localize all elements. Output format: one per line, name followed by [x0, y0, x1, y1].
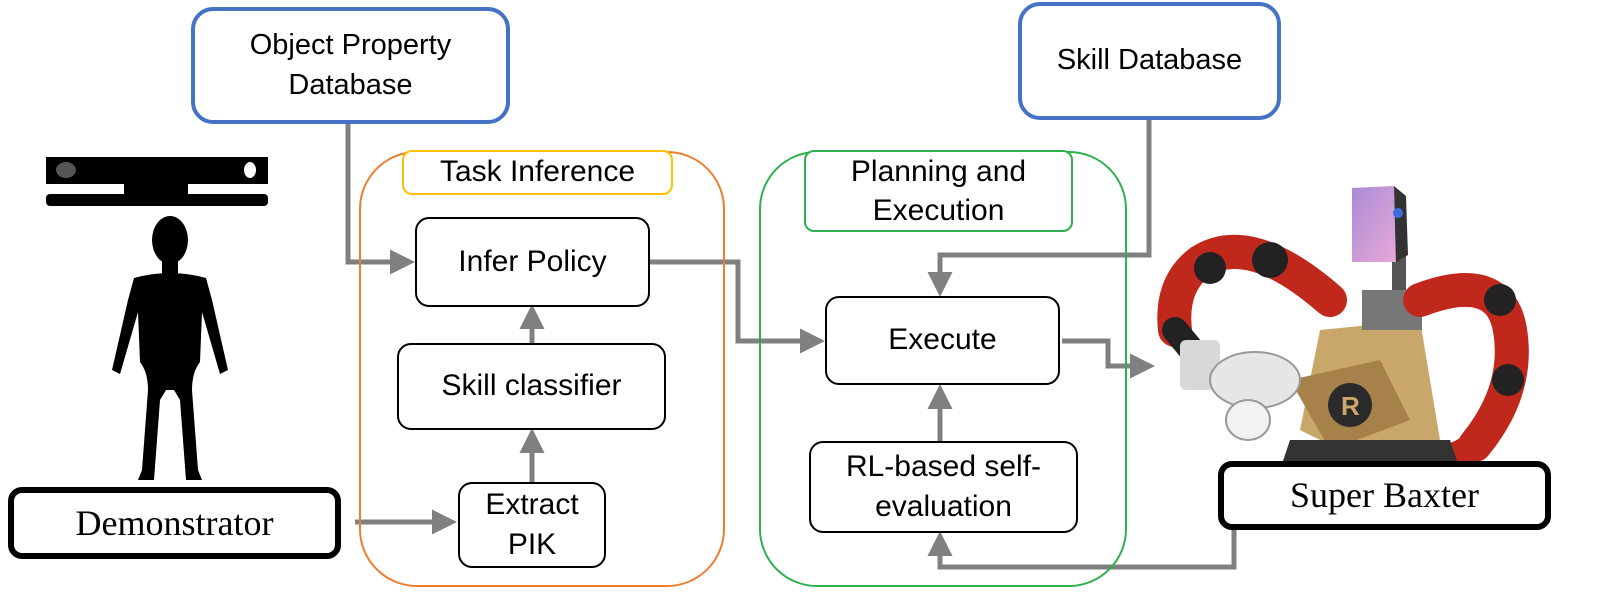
arrow-objectdb-to-infer-policy — [345, 123, 415, 275]
execute-box: Execute — [825, 296, 1060, 385]
skill-classifier-box: Skill classifier — [397, 343, 666, 430]
svg-text:R: R — [1341, 391, 1360, 421]
planning-execution-label: Planning and Execution — [804, 150, 1073, 232]
arrow-skilldb-to-execute — [927, 120, 1152, 297]
depth-sensor-icon — [46, 157, 268, 206]
infer-policy-box: Infer Policy — [415, 217, 650, 307]
human-silhouette-icon — [112, 216, 228, 480]
skill-database: Skill Database — [1018, 2, 1281, 120]
extract-pik-box: Extract PIK — [458, 482, 606, 568]
arrow-infer-to-execute — [650, 259, 825, 354]
super-baxter-robot-icon: R — [1157, 186, 1529, 477]
rl-self-evaluation-box: RL-based self-evaluation — [809, 441, 1078, 533]
super-baxter-label: Super Baxter — [1218, 461, 1551, 530]
demonstrator-label: Demonstrator — [8, 487, 341, 559]
task-inference-label: Task Inference — [402, 150, 673, 195]
object-property-database: Object Property Database — [191, 7, 510, 124]
arrow-execute-to-robot — [1062, 338, 1155, 379]
